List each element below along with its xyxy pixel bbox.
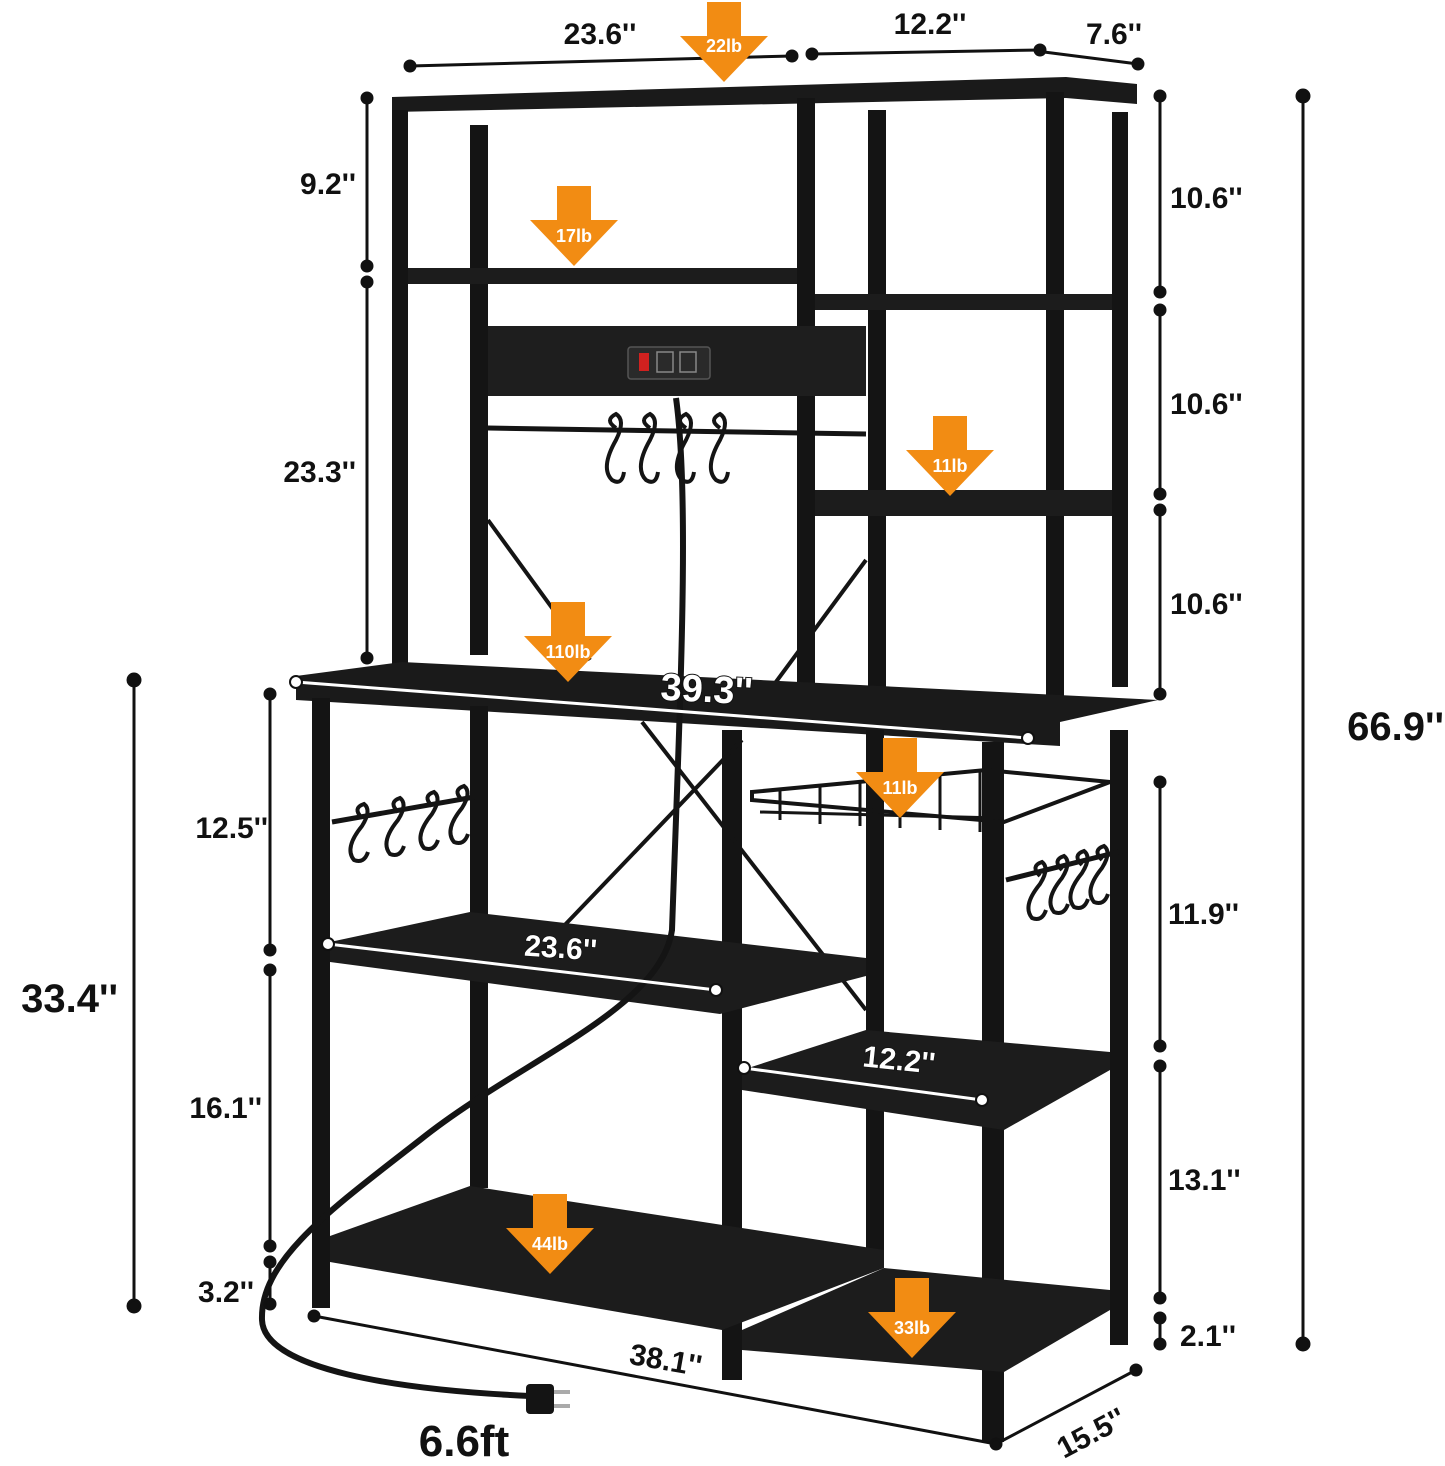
right-shelf1-label: 10.6'': [1170, 182, 1243, 215]
cord-length-label: 6.6ft: [419, 1417, 510, 1466]
hutch-top-gap-label: 9.2'': [300, 168, 356, 201]
hutch-post: [797, 98, 815, 698]
right-shelf3-label: 10.6'': [1170, 588, 1243, 621]
countertop-width-label: 39.3'': [660, 667, 754, 714]
cross-brace: [768, 558, 868, 692]
load-label-countertop: 110lb: [545, 642, 590, 662]
top-right-width-label: 12.2'': [894, 8, 967, 41]
hutch-post: [1046, 92, 1064, 702]
hutch-post: [470, 125, 488, 655]
hutch-shelf: [408, 268, 797, 284]
base-right-upper-label: 11.9'': [1168, 898, 1239, 931]
load-label-basket: 11lb: [882, 778, 917, 798]
base-right-bottom-label: 2.1'': [1180, 1320, 1236, 1353]
hutch-post: [392, 110, 408, 670]
load-label-bottom-left: 44lb: [532, 1234, 568, 1254]
load-label-bottom-right: 33lb: [894, 1318, 930, 1338]
load-arrow-bottom-right: 33lb: [868, 1278, 956, 1358]
load-arrow-hutch: 17lb: [530, 186, 618, 266]
base-height-label: 33.4'': [21, 977, 118, 1021]
load-label-top: 22lb: [706, 36, 742, 56]
cross-brace: [558, 738, 744, 932]
bottom-shelf-left: [330, 1186, 884, 1330]
load-arrow-bottom-left: 44lb: [506, 1194, 594, 1274]
countertop: [296, 662, 1158, 746]
load-label-side: 11lb: [932, 456, 967, 476]
base-shelf-left: [330, 912, 866, 1014]
outlet-socket-icon: [656, 351, 674, 373]
left-shelf-width-label: 23.6'': [523, 930, 598, 968]
hutch-post: [1112, 112, 1128, 687]
rack-illustration: [258, 77, 1158, 1442]
base-right-middle-label: 13.1'': [1168, 1164, 1241, 1197]
base-bottom-label: 3.2'': [198, 1276, 254, 1309]
outlet-socket-icon: [679, 351, 697, 373]
s-hook-icon: [1026, 843, 1110, 921]
base-shelf-right: [742, 1030, 1110, 1130]
load-label-hutch: 17lb: [556, 226, 592, 246]
power-cord: [258, 397, 686, 1399]
load-arrow-top: 22lb: [680, 2, 768, 82]
plug-icon: [526, 1384, 570, 1414]
base-post: [722, 730, 742, 1380]
base-post: [1110, 730, 1128, 1345]
base-post: [312, 698, 330, 1308]
hutch-top-board: [392, 77, 1137, 112]
side-shelf: [815, 490, 1112, 516]
load-arrow-basket: 11lb: [856, 738, 944, 818]
load-arrow-countertop: 110lb: [524, 602, 612, 682]
s-hook-icon: [604, 411, 730, 484]
s-hook-icon: [348, 783, 470, 863]
base-upper-label: 12.5'': [195, 812, 268, 845]
base-depth-label: 15.5'': [1052, 1402, 1132, 1465]
top-depth-label: 7.6'': [1086, 18, 1142, 51]
overall-height-label: 66.9'': [1347, 705, 1444, 749]
load-arrow-side: 11lb: [906, 416, 994, 496]
power-switch-icon: [639, 353, 649, 371]
side-shelf: [815, 294, 1112, 310]
hutch-height-label: 23.3'': [283, 456, 356, 489]
base-middle-label: 16.1'': [189, 1092, 262, 1125]
hutch-post: [868, 110, 886, 690]
right-shelf2-label: 10.6'': [1170, 388, 1243, 421]
top-left-width-label: 23.6'': [564, 18, 637, 51]
dimension-lines: [126, 43, 1311, 1451]
base-post: [866, 730, 884, 1250]
wire-basket: [750, 767, 1111, 825]
shelf-width-lines: [289, 675, 1035, 1107]
hook-rod: [331, 793, 481, 825]
